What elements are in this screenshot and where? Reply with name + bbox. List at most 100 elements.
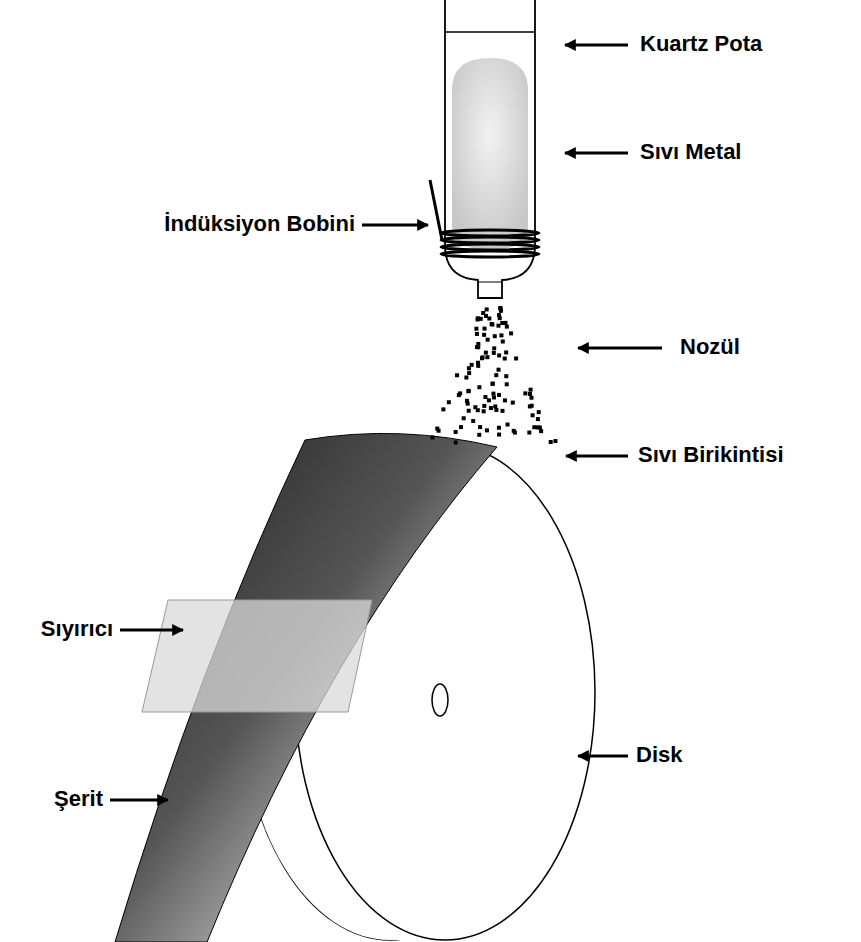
droplet	[549, 440, 553, 444]
droplet	[487, 316, 491, 320]
droplet	[477, 433, 481, 437]
droplet	[476, 361, 480, 365]
droplet	[467, 366, 471, 370]
droplet	[474, 327, 478, 331]
droplet	[500, 409, 504, 413]
part-label: Sıyırıcı	[41, 617, 113, 641]
droplet	[511, 401, 515, 405]
droplet	[530, 404, 534, 408]
coil-turn	[441, 251, 539, 257]
droplet	[539, 429, 543, 433]
droplet	[464, 376, 468, 380]
droplet	[459, 425, 463, 429]
droplet	[497, 393, 501, 397]
droplet	[467, 409, 471, 413]
droplet	[501, 340, 505, 344]
part-label: İndüksiyon Bobini	[164, 212, 355, 236]
droplet	[527, 431, 531, 435]
droplet	[489, 406, 493, 410]
droplet	[482, 409, 486, 413]
part-label: Sıvı Birikintisi	[638, 443, 784, 467]
melt-droplets	[430, 306, 557, 444]
droplet	[475, 332, 479, 336]
droplet	[509, 331, 513, 335]
droplet	[485, 307, 489, 311]
leader-arrows	[110, 45, 662, 800]
droplet	[487, 398, 491, 402]
droplet	[498, 316, 502, 320]
droplet	[494, 408, 498, 412]
droplet	[483, 327, 487, 331]
droplet	[476, 317, 480, 321]
droplet	[493, 334, 497, 338]
droplet	[454, 440, 458, 444]
droplet	[478, 425, 482, 429]
liquid-metal	[452, 58, 528, 250]
droplet	[467, 389, 471, 393]
droplet	[503, 357, 507, 361]
droplet	[465, 399, 469, 403]
droplet	[483, 395, 487, 399]
induction-coil	[430, 180, 539, 257]
droplet	[503, 398, 507, 402]
droplet	[457, 393, 461, 397]
droplet	[532, 425, 536, 429]
droplet	[530, 396, 534, 400]
droplet	[491, 382, 495, 386]
droplet	[491, 392, 495, 396]
droplet	[499, 309, 503, 313]
droplet	[506, 423, 510, 427]
droplet	[447, 400, 451, 404]
droplet	[504, 374, 508, 378]
part-label: Kuartz Pota	[640, 32, 762, 56]
droplet	[455, 373, 459, 377]
droplet	[481, 311, 485, 315]
ribbon-strip	[115, 433, 497, 942]
part-label: Şerit	[54, 787, 103, 811]
part-label: Nozül	[680, 335, 740, 359]
droplet	[441, 407, 445, 411]
droplet	[492, 346, 496, 350]
droplet	[496, 324, 500, 328]
droplet	[503, 321, 507, 325]
droplet	[490, 323, 494, 327]
droplet	[553, 439, 557, 443]
part-label: Sıvı Metal	[640, 140, 741, 164]
droplet	[523, 391, 527, 395]
droplet	[497, 433, 501, 437]
droplet	[497, 353, 501, 357]
droplet	[531, 413, 535, 417]
droplet	[454, 430, 458, 434]
part-label: Disk	[636, 743, 682, 767]
droplet	[491, 382, 495, 386]
droplet	[494, 373, 498, 377]
droplet	[528, 392, 532, 396]
droplet	[537, 410, 541, 414]
droplet	[499, 333, 503, 337]
droplet	[493, 404, 497, 408]
droplet	[497, 368, 501, 372]
droplet	[462, 416, 466, 420]
droplet	[477, 385, 481, 389]
droplet	[480, 356, 484, 360]
droplet	[529, 388, 533, 392]
droplet	[482, 333, 486, 337]
droplet	[466, 389, 470, 393]
scraper-plate	[142, 600, 372, 712]
droplet	[485, 428, 489, 432]
coil-turn	[441, 244, 539, 250]
droplet	[497, 426, 501, 430]
droplet	[484, 351, 488, 355]
droplet	[467, 371, 471, 375]
droplet	[492, 351, 496, 355]
droplet	[481, 355, 485, 359]
droplet	[482, 404, 486, 408]
droplet	[505, 325, 509, 329]
droplet	[435, 427, 439, 431]
droplet	[492, 395, 496, 399]
droplet	[538, 426, 542, 430]
droplet	[485, 355, 489, 359]
quartz-crucible	[445, 0, 535, 298]
droplet	[430, 435, 434, 439]
droplet	[476, 345, 480, 349]
